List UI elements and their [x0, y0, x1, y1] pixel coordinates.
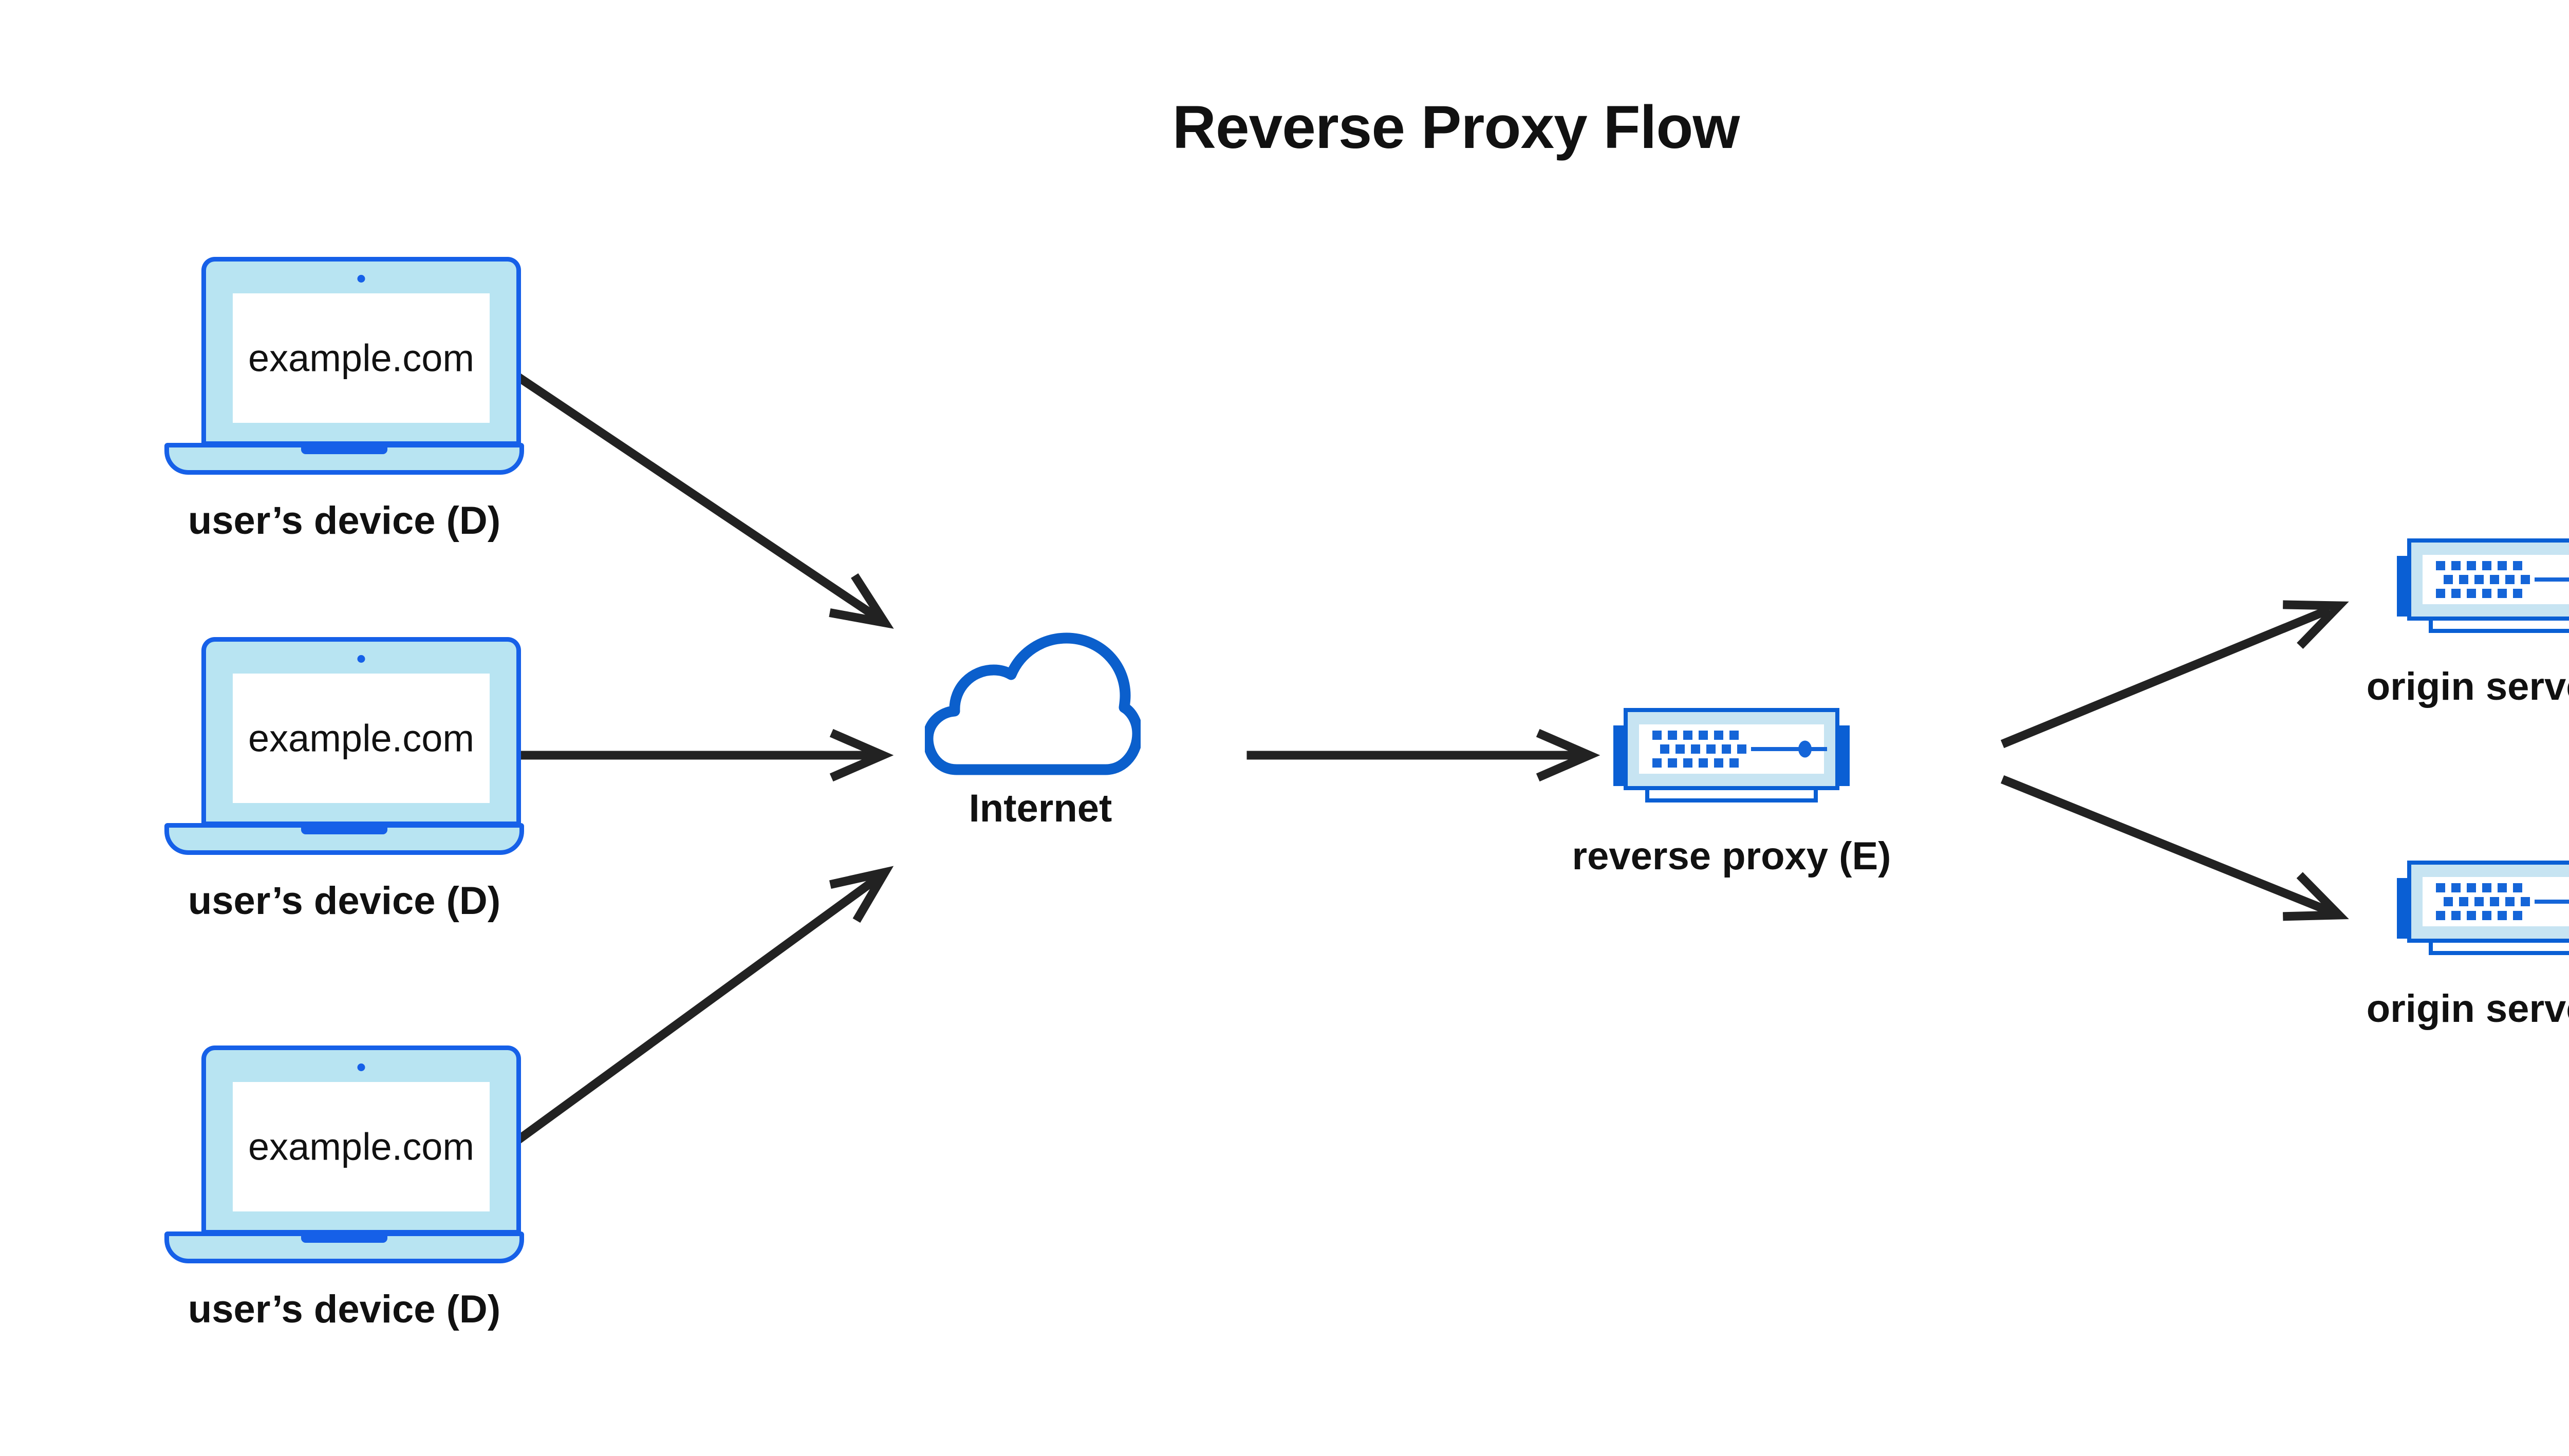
laptop-notch	[301, 1235, 387, 1243]
laptop-icon: example.com	[164, 257, 524, 483]
device-bottom[interactable]: example.com user’s device (D)	[164, 1046, 524, 1331]
reverse-proxy-node[interactable]: reverse proxy (E)	[1572, 708, 1891, 878]
laptop-screen: example.com	[233, 293, 490, 423]
device-bottom-caption: user’s device (D)	[188, 1287, 501, 1331]
origin-top-caption: origin server (F)	[2366, 665, 2569, 708]
arrow-device-middle-to-internet	[512, 735, 883, 776]
server-shelf	[2429, 619, 2569, 633]
laptop-screen-text: example.com	[248, 717, 475, 760]
device-top-caption: user’s device (D)	[188, 499, 501, 543]
laptop-icon: example.com	[164, 637, 524, 863]
laptop-lid: example.com	[201, 637, 521, 826]
device-middle[interactable]: example.com user’s device (D)	[164, 637, 524, 923]
server-vent-grid	[1652, 731, 1753, 768]
origin-top-node[interactable]: origin server (F)	[2367, 538, 2569, 708]
server-vent-grid	[2436, 883, 2536, 920]
laptop-notch	[301, 826, 387, 834]
server-body	[1624, 708, 1839, 790]
cloud-icon	[922, 632, 1143, 786]
laptop-notch	[301, 446, 387, 454]
arrow-device-top-to-internet	[508, 368, 896, 640]
arrow-internet-to-proxy	[1246, 735, 1589, 776]
internet-node[interactable]: Internet	[922, 632, 1143, 830]
server-body	[2407, 861, 2569, 943]
server-status-line	[1751, 747, 1827, 751]
arrow-device-bottom-to-internet	[508, 856, 897, 1149]
laptop-lid: example.com	[201, 1046, 521, 1235]
internet-caption: Internet	[969, 787, 1112, 830]
laptop-base	[164, 443, 524, 475]
laptop-icon: example.com	[164, 1046, 524, 1272]
laptop-camera-icon	[357, 1063, 365, 1071]
device-middle-caption: user’s device (D)	[188, 879, 501, 923]
server-shelf	[2429, 941, 2569, 955]
server-panel	[2423, 555, 2569, 604]
reverse-proxy-caption: reverse proxy (E)	[1572, 834, 1891, 878]
server-status-line	[2535, 900, 2569, 904]
laptop-screen-text: example.com	[248, 1125, 475, 1168]
arrow-proxy-to-origin-top	[2000, 587, 2347, 749]
origin-bottom-caption: origin server (F)	[2366, 987, 2569, 1031]
origin-bottom-node[interactable]: origin server (F)	[2367, 861, 2569, 1031]
server-status-light-icon	[1798, 740, 1812, 758]
laptop-screen: example.com	[233, 1082, 490, 1211]
server-icon	[2397, 538, 2569, 633]
laptop-screen-text: example.com	[248, 337, 475, 380]
page-title: Reverse Proxy Flow	[1172, 94, 1740, 161]
laptop-camera-icon	[357, 275, 365, 283]
laptop-camera-icon	[357, 655, 365, 663]
server-body	[2407, 538, 2569, 621]
server-shelf	[1645, 788, 1818, 802]
laptop-screen: example.com	[233, 674, 490, 803]
server-panel	[2423, 877, 2569, 926]
device-top[interactable]: example.com user’s device (D)	[164, 257, 524, 543]
laptop-lid: example.com	[201, 257, 521, 446]
server-icon	[1613, 708, 1850, 803]
arrow-proxy-to-origin-bottom	[2000, 775, 2347, 934]
server-panel	[1639, 724, 1827, 774]
server-status-line	[2535, 577, 2569, 582]
server-vent-grid	[2436, 561, 2536, 598]
server-icon	[2397, 861, 2569, 956]
